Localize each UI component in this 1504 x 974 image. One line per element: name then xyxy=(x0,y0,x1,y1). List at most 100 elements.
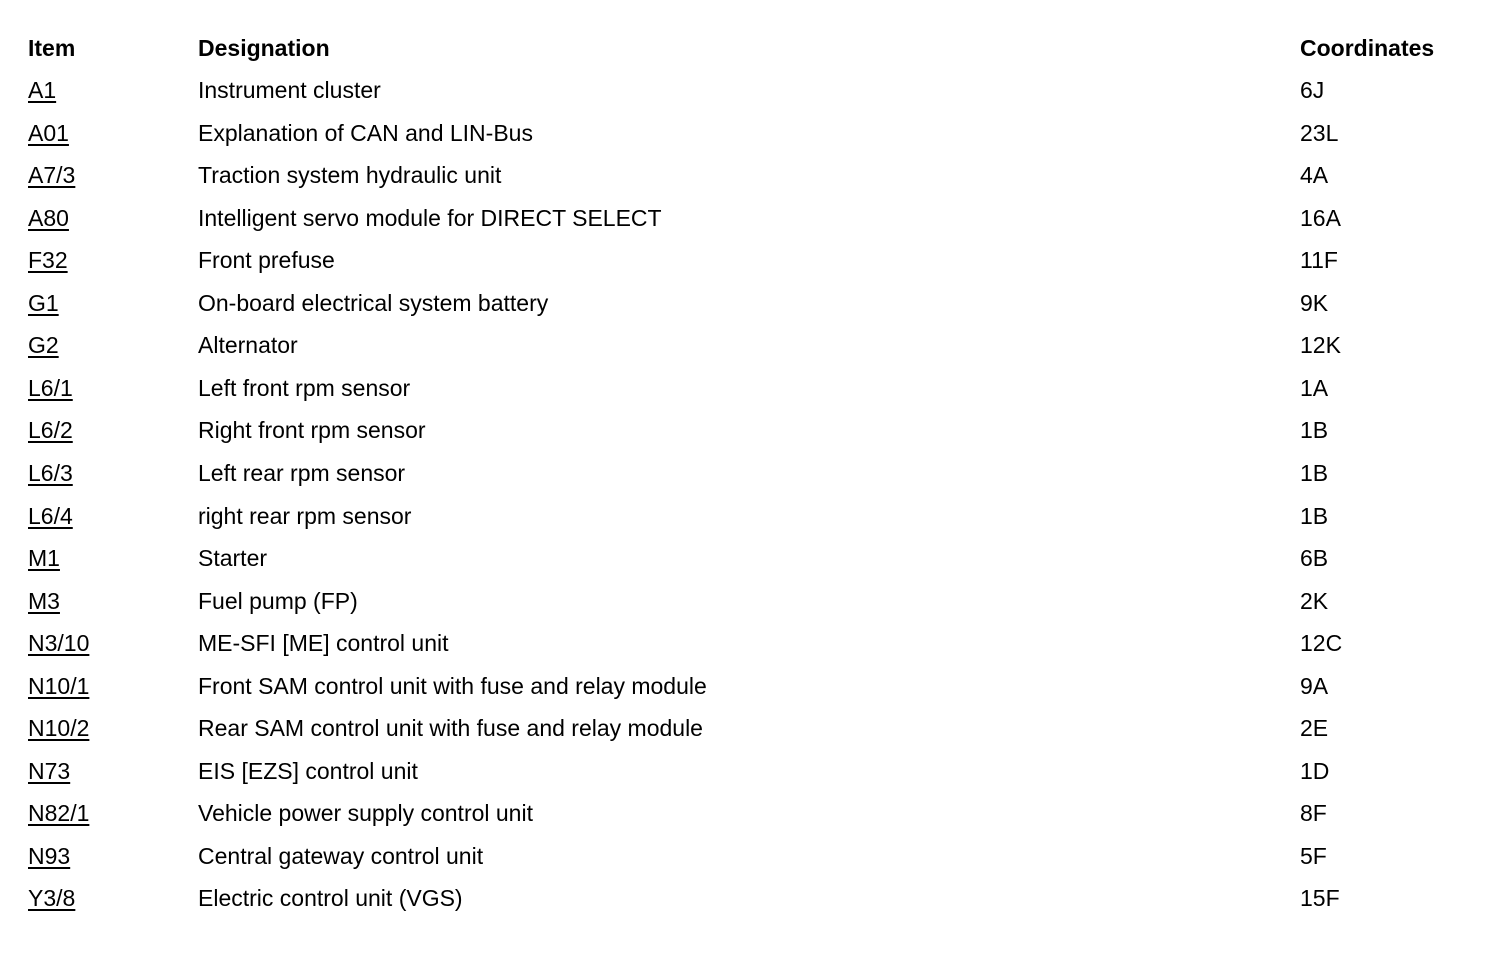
item-link[interactable]: A80 xyxy=(28,204,69,231)
designation-cell: Intelligent servo module for DIRECT SELE… xyxy=(198,204,662,231)
designation-cell: right rear rpm sensor xyxy=(198,502,412,529)
coordinates-cell: 6B xyxy=(1300,545,1329,572)
item-cell: A80 xyxy=(28,203,69,233)
table-row: L6/2 Right front rpm sensor 1B xyxy=(0,415,1504,457)
coordinates-cell: 4A xyxy=(1300,162,1329,189)
table-row: G2 Alternator 12K xyxy=(0,330,1504,372)
designation-cell: Vehicle power supply control unit xyxy=(198,800,533,827)
item-link[interactable]: F32 xyxy=(28,247,68,274)
header-item: Item xyxy=(28,35,76,61)
coordinates-cell: 15F xyxy=(1300,885,1340,912)
item-link[interactable]: L6/2 xyxy=(28,417,73,444)
item-cell: N82/1 xyxy=(28,798,89,828)
item-cell: M3 xyxy=(28,586,60,616)
coordinates-cell: 1A xyxy=(1300,374,1329,401)
item-link[interactable]: G2 xyxy=(28,332,59,359)
designation-cell: Instrument cluster xyxy=(198,77,381,103)
table-row: A1 Instrument cluster 6J xyxy=(0,75,1504,117)
coordinates-cell: 1D xyxy=(1300,757,1330,784)
table-row: L6/3 Left rear rpm sensor 1B xyxy=(0,458,1504,500)
designation-cell: Left front rpm sensor xyxy=(198,374,411,401)
item-link[interactable]: G1 xyxy=(28,289,59,316)
header-designation: Designation xyxy=(198,35,330,61)
table-row: F32 Front prefuse 11F xyxy=(0,245,1504,287)
item-cell: L6/2 xyxy=(28,415,73,445)
designation-cell: Right front rpm sensor xyxy=(198,417,426,444)
table-header-row: Item Designation Coordinates xyxy=(0,33,1504,75)
item-cell: Y3/8 xyxy=(28,883,75,913)
designation-cell: Alternator xyxy=(198,332,298,359)
item-cell: L6/1 xyxy=(28,373,73,403)
designation-cell: Fuel pump (FP) xyxy=(198,587,358,614)
item-link[interactable]: N82/1 xyxy=(28,800,90,827)
item-link[interactable]: N93 xyxy=(28,842,71,869)
coordinates-cell: 5F xyxy=(1300,842,1327,869)
item-link[interactable]: A7/3 xyxy=(28,162,76,189)
item-cell: A01 xyxy=(28,118,69,148)
designation-cell: Traction system hydraulic unit xyxy=(198,162,502,189)
designation-cell: Electric control unit (VGS) xyxy=(198,885,463,912)
item-cell: G1 xyxy=(28,288,59,318)
item-cell: N73 xyxy=(28,756,70,786)
designation-cell: Explanation of CAN and LIN-Bus xyxy=(198,119,533,146)
item-cell: N93 xyxy=(28,841,70,871)
coordinates-cell: 1B xyxy=(1300,417,1329,444)
item-cell: A1 xyxy=(28,75,56,105)
item-link[interactable]: L6/4 xyxy=(28,502,73,529)
designation-cell: Rear SAM control unit with fuse and rela… xyxy=(198,715,703,742)
coordinates-cell: 23L xyxy=(1300,119,1339,146)
header-coordinates: Coordinates xyxy=(1300,35,1435,61)
table-row: Y3/8 Electric control unit (VGS) 15F xyxy=(0,883,1504,925)
coordinates-cell: 12K xyxy=(1300,332,1341,359)
designation-cell: EIS [EZS] control unit xyxy=(198,757,418,784)
item-link[interactable]: M3 xyxy=(28,587,60,614)
item-cell: F32 xyxy=(28,245,68,275)
item-cell: N10/2 xyxy=(28,713,89,743)
coordinates-cell: 16A xyxy=(1300,204,1341,231)
item-link[interactable]: N73 xyxy=(28,757,71,784)
table-row: A80 Intelligent servo module for DIRECT … xyxy=(0,203,1504,245)
designation-cell: Front SAM control unit with fuse and rel… xyxy=(198,672,707,699)
table-row: M3 Fuel pump (FP) 2K xyxy=(0,586,1504,628)
table-row: N93 Central gateway control unit 5F xyxy=(0,841,1504,883)
item-link[interactable]: L6/1 xyxy=(28,374,73,401)
item-link[interactable]: M1 xyxy=(28,545,60,572)
item-link[interactable]: N3/10 xyxy=(28,630,90,657)
table-row: A01 Explanation of CAN and LIN-Bus 23L xyxy=(0,118,1504,160)
table-row: L6/4 right rear rpm sensor 1B xyxy=(0,501,1504,543)
table-row: N10/1 Front SAM control unit with fuse a… xyxy=(0,671,1504,713)
table-row: A7/3 Traction system hydraulic unit 4A xyxy=(0,160,1504,202)
coordinates-cell: 8F xyxy=(1300,800,1327,827)
table-row: L6/1 Left front rpm sensor 1A xyxy=(0,373,1504,415)
coordinates-cell: 2E xyxy=(1300,715,1329,742)
item-cell: A7/3 xyxy=(28,160,75,190)
item-cell: G2 xyxy=(28,330,59,360)
table-row: N3/10 ME-SFI [ME] control unit 12C xyxy=(0,628,1504,670)
designation-cell: Starter xyxy=(198,545,268,572)
item-link[interactable]: N10/1 xyxy=(28,672,90,699)
item-cell: N10/1 xyxy=(28,671,89,701)
coordinates-cell: 6J xyxy=(1300,77,1325,103)
item-link[interactable]: L6/3 xyxy=(28,459,73,486)
coordinates-cell: 9K xyxy=(1300,289,1329,316)
coordinates-cell: 1B xyxy=(1300,502,1329,529)
designation-cell: On-board electrical system battery xyxy=(198,289,549,316)
table-row: N73 EIS [EZS] control unit 1D xyxy=(0,756,1504,798)
item-cell: N3/10 xyxy=(28,628,89,658)
coordinates-cell: 2K xyxy=(1300,587,1329,614)
table-row: N10/2 Rear SAM control unit with fuse an… xyxy=(0,713,1504,755)
item-cell: M1 xyxy=(28,543,60,573)
table-row: N82/1 Vehicle power supply control unit … xyxy=(0,798,1504,840)
item-link[interactable]: N10/2 xyxy=(28,715,90,742)
item-cell: L6/4 xyxy=(28,501,73,531)
coordinates-cell: 1B xyxy=(1300,459,1329,486)
item-link[interactable]: A1 xyxy=(28,77,57,103)
coordinates-cell: 12C xyxy=(1300,630,1343,657)
designation-cell: ME-SFI [ME] control unit xyxy=(198,630,449,657)
coordinates-cell: 9A xyxy=(1300,672,1329,699)
item-link[interactable]: Y3/8 xyxy=(28,885,76,912)
item-link[interactable]: A01 xyxy=(28,119,69,146)
table-row: M1 Starter 6B xyxy=(0,543,1504,585)
table-row: G1 On-board electrical system battery 9K xyxy=(0,288,1504,330)
designation-cell: Central gateway control unit xyxy=(198,842,484,869)
